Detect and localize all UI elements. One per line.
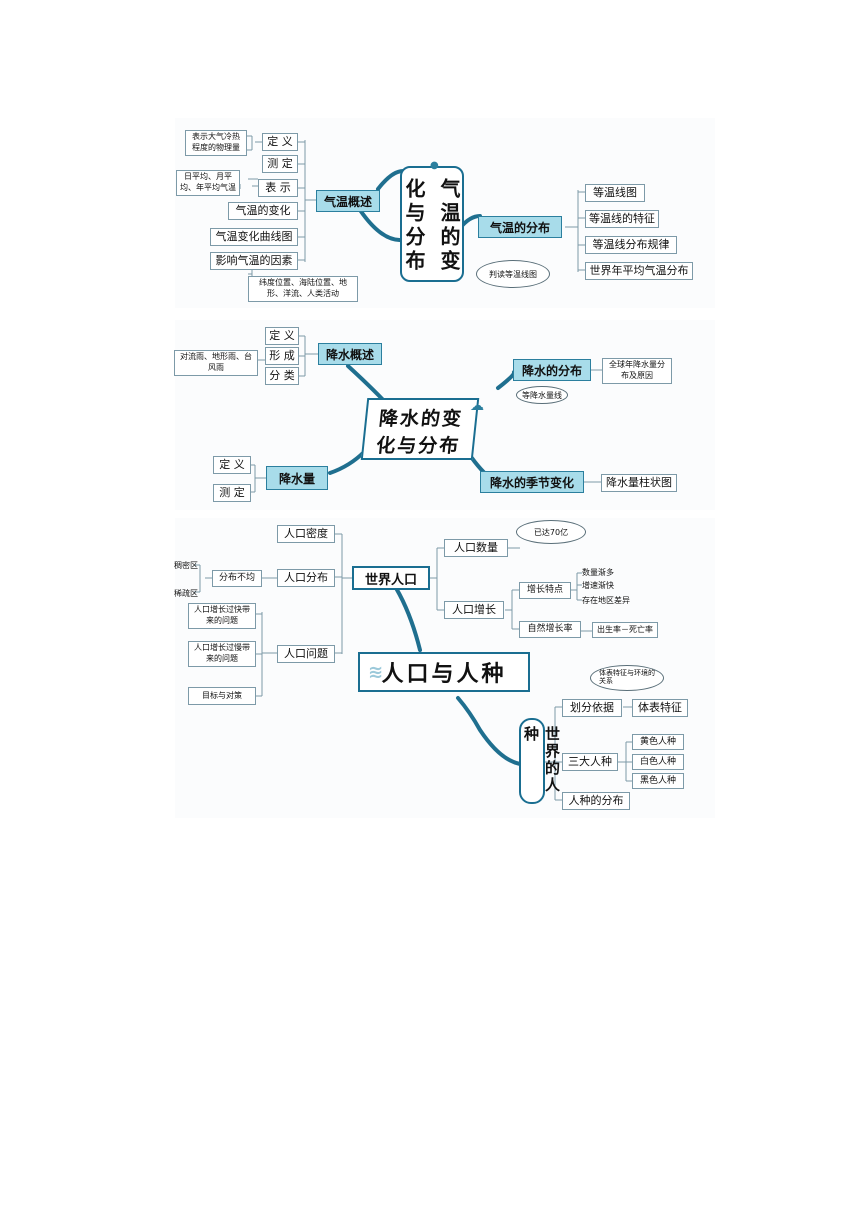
- isotherm-reading-cloud: 判读等温线图: [476, 260, 550, 288]
- pop-distribution-item: 人口分布: [277, 569, 335, 587]
- precip-overview-header: 降水概述: [318, 343, 382, 365]
- center-col-2: 化与分布: [402, 178, 426, 274]
- precip-bar-chart-item: 降水量柱状图: [601, 474, 677, 492]
- dense-area-label: 稠密区: [174, 561, 198, 570]
- precip-amount-definition: 定 义: [213, 456, 251, 474]
- temperature-dist-isotherm-rule: 等温线分布规律: [585, 236, 677, 254]
- pop-density-item: 人口密度: [277, 525, 335, 543]
- precip-seasonal-header: 降水的季节变化: [480, 471, 584, 493]
- birth-minus-death-note: 出生率－死亡率: [592, 622, 658, 638]
- definition-note: 表示大气冷热程度的物理量: [185, 130, 247, 156]
- temperature-center-node: 气温的变 化与分布: [400, 166, 464, 282]
- temperature-distribution-header: 气温的分布: [478, 216, 562, 238]
- temperature-item-definition: 定 义: [262, 133, 298, 151]
- temperature-dist-isotherm-feature: 等温线的特征: [585, 210, 659, 228]
- precip-distribution-note: 全球年降水量分布及原因: [602, 358, 672, 384]
- precip-types-note: 对流雨、地形雨、台风雨: [174, 350, 258, 376]
- slow-growth-problem: 人口增长过慢带来的问题: [188, 641, 256, 667]
- growth-feature-1: 数量渐多: [582, 568, 614, 577]
- pop-quantity-item: 人口数量: [444, 539, 508, 557]
- pop-problem-item: 人口问题: [277, 645, 335, 663]
- pop-growth-item: 人口增长: [444, 601, 504, 619]
- growth-feature-2: 增速渐快: [582, 581, 614, 590]
- black-race-item: 黑色人种: [632, 773, 684, 789]
- temperature-item-change: 气温的变化: [228, 202, 298, 220]
- precip-amount-measure: 测 定: [213, 484, 251, 502]
- three-races-item: 三大人种: [562, 753, 618, 771]
- sun-icon: ●: [430, 160, 439, 171]
- goals-and-measures: 目标与对策: [188, 687, 256, 705]
- natural-growth-rate-item: 自然增长率: [519, 621, 581, 638]
- temperature-overview-header: 气温概述: [316, 190, 380, 212]
- precip-center-line-2: 化与分布: [375, 435, 462, 457]
- precip-amount-header: 降水量: [266, 466, 328, 490]
- temperature-item-curve: 气温变化曲线图: [210, 228, 298, 246]
- precip-item-definition: 定 义: [265, 327, 299, 345]
- representation-note: 日平均、月平均、年平均气温: [176, 170, 240, 196]
- main-title-text: 人口与人种: [381, 662, 507, 687]
- precip-distribution-header: 降水的分布: [513, 359, 591, 381]
- seven-billion-cloud: 已达70亿: [516, 520, 586, 544]
- temperature-dist-world: 世界年平均气温分布: [585, 262, 693, 280]
- wave-decoration-icon: ≋: [368, 662, 384, 683]
- sparse-area-label: 稀疏区: [174, 589, 198, 598]
- precip-item-types: 分 类: [265, 367, 299, 385]
- yellow-race-item: 黄色人种: [632, 734, 684, 750]
- precip-center-line-1: 降水的变: [377, 408, 465, 430]
- precipitation-center-node: 降水的变 化与分布: [360, 398, 480, 460]
- isohyet-cloud: 等降水量线: [516, 386, 568, 404]
- temperature-dist-isotherm-map: 等温线图: [585, 184, 645, 202]
- precip-item-formation: 形 成: [265, 347, 299, 365]
- cloud-rain-icon: ☁: [470, 398, 484, 414]
- temperature-item-represent: 表 示: [258, 179, 298, 197]
- body-environment-cloud: 体表特征与环境的关系: [590, 665, 664, 691]
- population-race-title: ≋ 人口与人种: [358, 652, 530, 692]
- body-feature-item: 体表特征: [632, 699, 688, 717]
- growth-feature-item: 增长特点: [519, 582, 571, 599]
- temperature-item-measure: 测 定: [262, 155, 298, 173]
- temperature-item-factors: 影响气温的因素: [210, 252, 298, 270]
- world-population-header: 世界人口: [352, 566, 430, 590]
- world-races-header: 世界的人种: [519, 718, 561, 804]
- fast-growth-problem: 人口增长过快带来的问题: [188, 603, 256, 629]
- race-basis-item: 划分依据: [562, 699, 622, 717]
- race-distribution-item: 人种的分布: [562, 792, 630, 810]
- factors-note: 纬度位置、海陆位置、地形、洋流、人类活动: [248, 276, 358, 302]
- center-col-1: 气温的变: [437, 178, 461, 274]
- world-races-text: 世界的人种: [522, 726, 561, 794]
- uneven-distribution-note: 分布不均: [212, 570, 262, 587]
- white-race-item: 白色人种: [632, 754, 684, 770]
- growth-feature-3: 存在地区差异: [582, 596, 630, 605]
